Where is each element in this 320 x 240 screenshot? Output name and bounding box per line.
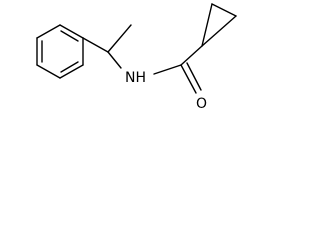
phenyl-ring (36, 24, 84, 79)
ring-bond (36, 24, 61, 39)
carbonyl-double-bond (186, 62, 202, 91)
ring-double-bond (60, 30, 79, 42)
carbonyl-to-cyclopropyl-bond (180, 45, 203, 66)
ring-bond (59, 24, 84, 39)
cyclopropyl-ring (201, 3, 237, 47)
oxygen-label: O (196, 96, 207, 112)
nitrogen-label: NH (125, 70, 146, 86)
cyclopropyl-bond (201, 15, 237, 47)
ring-bond (59, 64, 84, 79)
ring-double-bond (60, 61, 79, 73)
cyclopropyl-bond (201, 3, 213, 47)
ring-bond (36, 64, 61, 79)
nitrogen-to-carbonyl-bond (153, 64, 182, 75)
ch-to-methyl-bond (107, 24, 132, 53)
ch-to-nitrogen-bond (107, 51, 122, 69)
carbonyl-double-bond (180, 64, 197, 94)
ring-to-ch-bond (82, 37, 109, 53)
cyclopropyl-bond (211, 3, 237, 17)
chemical-structure: NH O (36, 3, 237, 112)
